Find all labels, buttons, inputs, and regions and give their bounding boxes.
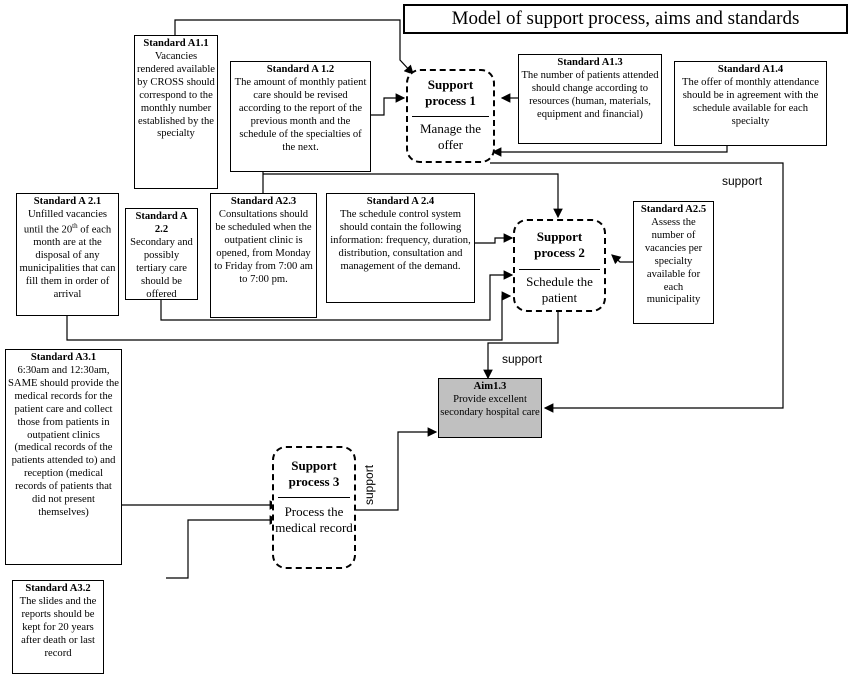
standard-a3-2-box: Standard A3.2 The slides and the reports…	[12, 580, 104, 674]
support-label-2: support	[502, 352, 543, 366]
aim-1-3-box: Aim1.3 Provide excellent secondary hospi…	[438, 378, 542, 438]
standard-a2-5-text: Assess the number of vacancies per speci…	[644, 216, 703, 306]
support-process-3-desc: Process the medical record	[275, 503, 353, 535]
standard-a1-3-box: Standard A1.3 The number of patients att…	[518, 54, 662, 144]
standard-a2-5-box: Standard A2.5 Assess the number of vacan…	[633, 201, 714, 324]
standard-a1-1-text: Vacancies rendered available by CROSS sh…	[137, 50, 215, 140]
standard-a2-4-label: Standard A 2.4	[366, 196, 435, 207]
standard-a2-3-box: Standard A2.3 Consultations should be sc…	[210, 193, 317, 318]
support-process-2-desc: Schedule the patient	[526, 273, 593, 305]
standard-a2-4-text: The schedule control system should conta…	[330, 208, 471, 272]
support-process-3: Support process 3 Process the medical re…	[272, 446, 356, 569]
standard-a1-4-label: Standard A1.4	[717, 64, 784, 75]
standard-a2-1-text-start: Unfilled vacancies until the 20	[23, 208, 108, 236]
standard-a3-2-text: The slides and the reports should be kep…	[19, 595, 97, 659]
standard-a1-2-label: Standard A 1.2	[266, 64, 335, 75]
standard-a2-1-text-end: of each month are at the disposal of any…	[19, 224, 116, 300]
standard-a1-4-box: Standard A1.4 The offer of monthly atten…	[674, 61, 827, 146]
support-process-3-label: Support process 3	[288, 458, 340, 490]
standard-a2-2-text: Secondary and possibly tertiary care sho…	[130, 236, 193, 300]
standard-a3-1-box: Standard A3.1 6:30am and 12:30am, SAME s…	[5, 349, 122, 565]
standard-a2-5-label: Standard A2.5	[640, 204, 707, 215]
standard-a1-3-text: The number of patients attended should c…	[521, 69, 659, 120]
standard-a1-2-text: The amount of monthly patient care shoul…	[234, 76, 367, 153]
standard-a1-1-box: Standard A1.1 Vacancies rendered availab…	[134, 35, 218, 189]
support-process-1: Support process 1 Manage the offer	[406, 69, 495, 163]
standard-a1-3-label: Standard A1.3	[557, 57, 623, 68]
support-label-1: support	[722, 174, 763, 188]
standard-a1-4-text: The offer of monthly attendance should b…	[682, 76, 819, 127]
diagram-title: Model of support process, aims and stand…	[403, 4, 848, 34]
standard-a1-2-box: Standard A 1.2 The amount of monthly pat…	[230, 61, 371, 172]
standard-a2-4-box: Standard A 2.4 The schedule control syst…	[326, 193, 475, 303]
standard-a1-1-label: Standard A1.1	[143, 38, 209, 49]
support-process-1-divider	[412, 115, 489, 117]
aim-1-3-text: Provide excellent secondary hospital car…	[440, 393, 540, 418]
standard-a2-1-text-sup: th	[72, 221, 78, 230]
support-label-3: support	[362, 464, 376, 505]
standard-a2-3-text: Consultations should be scheduled when t…	[214, 208, 313, 285]
aim-1-3-label: Aim1.3	[473, 381, 507, 392]
standard-a2-2-label: Standard A 2.2	[135, 211, 188, 235]
standard-a3-2-label: Standard A3.2	[25, 583, 91, 594]
support-process-1-label: Support process 1	[425, 77, 476, 109]
support-process-2: Support process 2 Schedule the patient	[513, 219, 606, 312]
standard-a2-3-label: Standard A2.3	[230, 196, 297, 207]
standard-a2-2-box: Standard A 2.2 Secondary and possibly te…	[125, 208, 198, 300]
support-process-2-label: Support process 2	[534, 229, 585, 261]
standard-a3-1-text: 6:30am and 12:30am, SAME should provide …	[8, 364, 119, 519]
support-process-2-divider	[519, 268, 600, 270]
standard-a3-1-label: Standard A3.1	[30, 352, 97, 363]
support-process-1-desc: Manage the offer	[419, 120, 481, 152]
standard-a2-1-label: Standard A 2.1	[33, 196, 102, 207]
support-process-3-divider	[278, 496, 350, 498]
standard-a2-1-box: Standard A 2.1 Unfilled vacancies until …	[16, 193, 119, 316]
